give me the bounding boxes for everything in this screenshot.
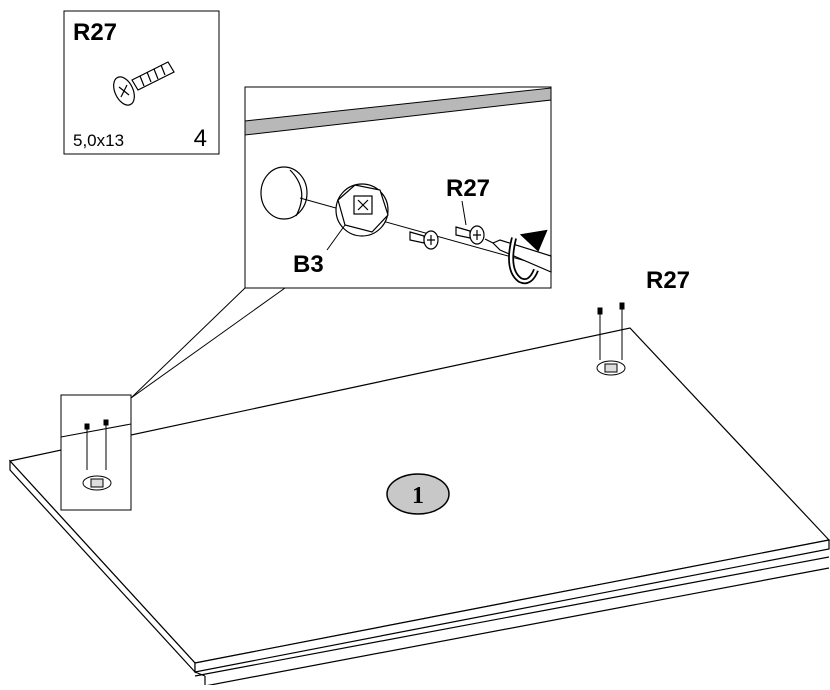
screw-icon xyxy=(619,302,625,360)
screw-icon xyxy=(455,225,485,245)
rotate-arrow-icon xyxy=(508,229,548,285)
part-number: 1 xyxy=(412,483,424,509)
panel-base-step xyxy=(194,556,830,687)
left-callout-frame xyxy=(60,394,132,511)
parts-box: R27 5,0x13 4 xyxy=(63,10,220,155)
parts-box-dimensions: 5,0x13 xyxy=(73,131,124,150)
screw-icon xyxy=(103,419,109,470)
panel-edge-band xyxy=(244,87,552,136)
parts-box-code: R27 xyxy=(73,19,117,46)
panel-side-edge xyxy=(194,539,830,673)
screwdriver-icon xyxy=(484,238,552,273)
detail-zoom-box: B3 R27 xyxy=(244,86,552,289)
screw-icon xyxy=(113,61,175,106)
screw-icon xyxy=(409,230,439,250)
right-hole-group: R27 xyxy=(596,267,690,376)
cam-lock-icon xyxy=(596,360,626,376)
cam-label: B3 xyxy=(293,251,324,278)
cam-lock-icon xyxy=(335,183,389,237)
part-number-badge: 1 xyxy=(386,473,450,515)
cam-lock-icon xyxy=(82,475,112,491)
panel-screw-label: R27 xyxy=(646,267,690,294)
callout-leaders xyxy=(130,287,286,399)
screw-icon xyxy=(84,423,90,470)
dowel-cap-icon xyxy=(260,166,308,220)
detail-screw-label: R27 xyxy=(446,175,490,202)
screw-icon xyxy=(597,307,603,360)
parts-box-quantity: 4 xyxy=(194,125,207,152)
left-hole-callout xyxy=(60,394,132,511)
